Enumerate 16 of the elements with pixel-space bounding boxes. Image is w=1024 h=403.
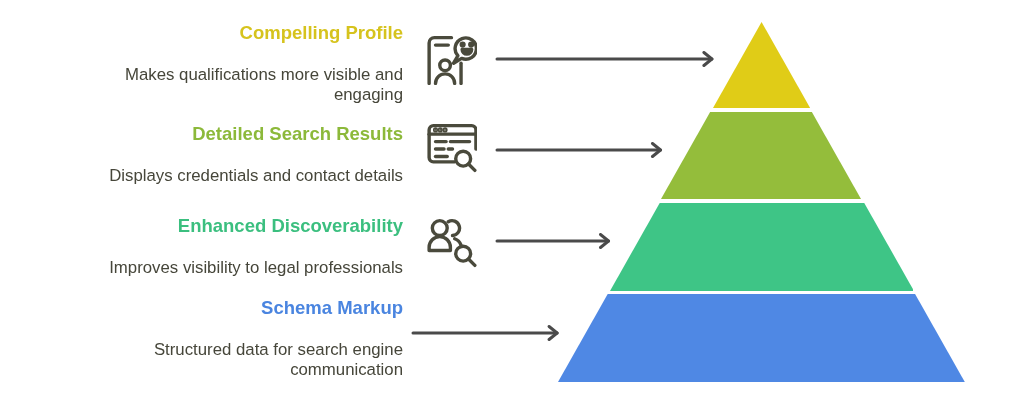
heading: Schema Markup (261, 297, 403, 319)
arrow (495, 142, 662, 158)
pyramid-top-segment (712, 22, 811, 108)
description: Makes qualifications more visible and engaging (124, 65, 403, 105)
heading: Enhanced Discoverability (177, 215, 403, 237)
pyramid-segment (609, 203, 914, 291)
heading: Detailed Search Results (192, 123, 403, 145)
description: Improves visibility to legal professionals (108, 258, 403, 278)
pyramid-segment (661, 112, 862, 199)
arrow (495, 51, 714, 67)
arrow (495, 233, 610, 249)
pyramid-segment (558, 294, 965, 382)
heading: Compelling Profile (239, 22, 403, 44)
description: Structured data for search engine communication (152, 340, 403, 380)
arrow (411, 325, 559, 341)
description: Displays credentials and contact details (108, 166, 403, 186)
